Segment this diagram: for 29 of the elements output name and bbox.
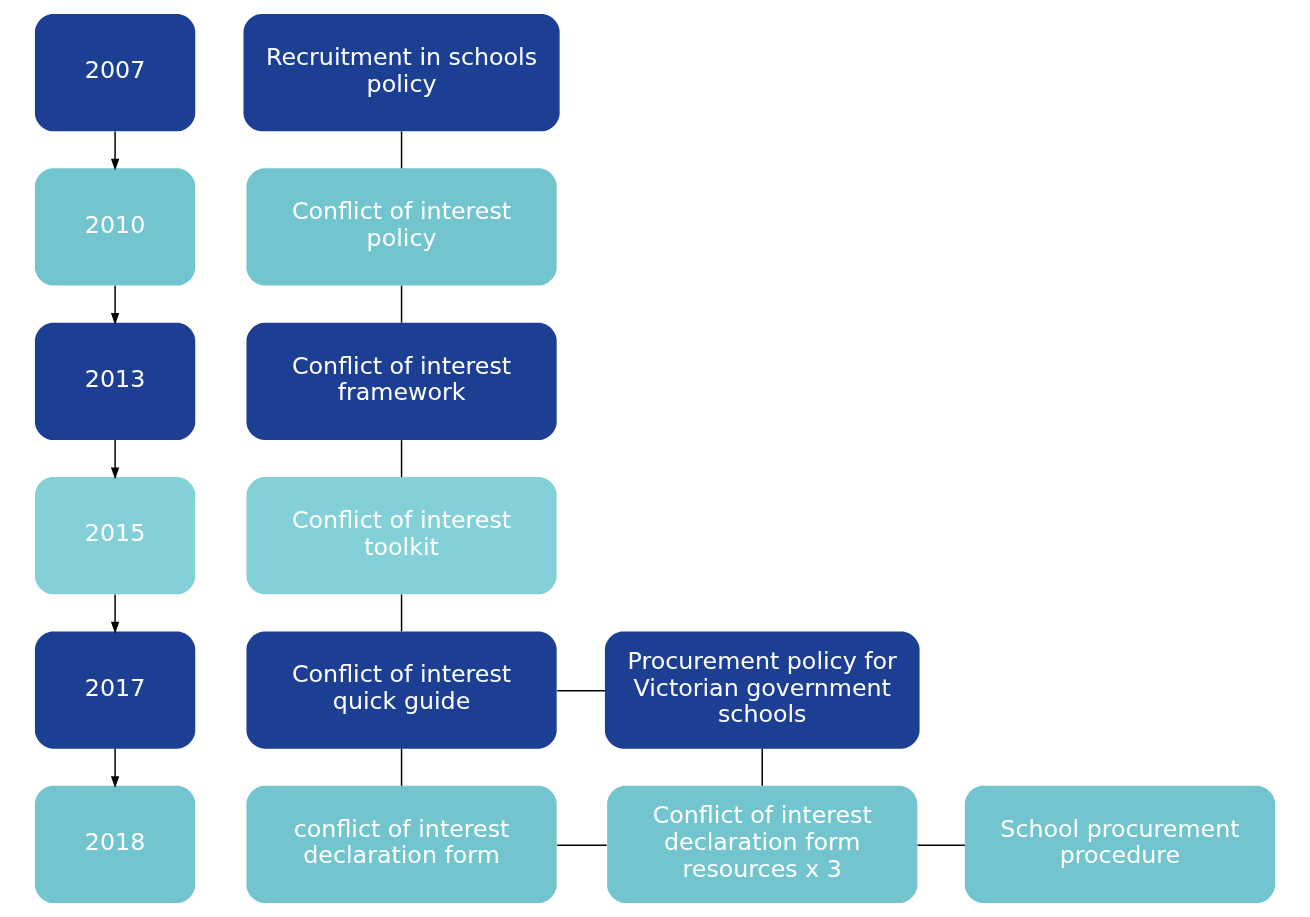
node-box: 2010 — [34, 168, 196, 286]
node-box: Conflict of interest toolkit — [246, 477, 557, 595]
connector — [400, 285, 403, 324]
connector — [400, 439, 403, 478]
arrow — [110, 285, 120, 325]
node-box: 2017 — [34, 631, 196, 749]
arrow — [110, 130, 120, 171]
node-box: Conflict of interest quick guide — [246, 631, 557, 749]
node-box: Procurement policy for Victorian government schools — [604, 631, 920, 749]
node-box: conflict of interest declaration form — [246, 785, 557, 904]
node-box: 2015 — [34, 477, 196, 595]
arrow — [110, 748, 120, 789]
node-box: Recruitment in schools policy — [243, 13, 560, 132]
connector — [400, 593, 403, 633]
node-box: Conflict of interest framework — [246, 322, 557, 440]
connector — [761, 748, 763, 787]
arrow — [110, 593, 120, 634]
node-box: Conflict of interest policy — [246, 168, 557, 286]
node-box: 2018 — [34, 785, 196, 904]
node-box: 2013 — [34, 322, 196, 440]
connector — [916, 844, 966, 846]
node-box: 2007 — [34, 13, 196, 132]
connector — [556, 844, 608, 846]
connector — [400, 130, 403, 170]
arrow — [110, 439, 120, 480]
node-box: School procurement procedure — [964, 785, 1276, 904]
connector — [400, 748, 403, 787]
node-box: Conflict of interest declaration form resources x 3 — [607, 785, 918, 904]
connector — [556, 690, 606, 692]
